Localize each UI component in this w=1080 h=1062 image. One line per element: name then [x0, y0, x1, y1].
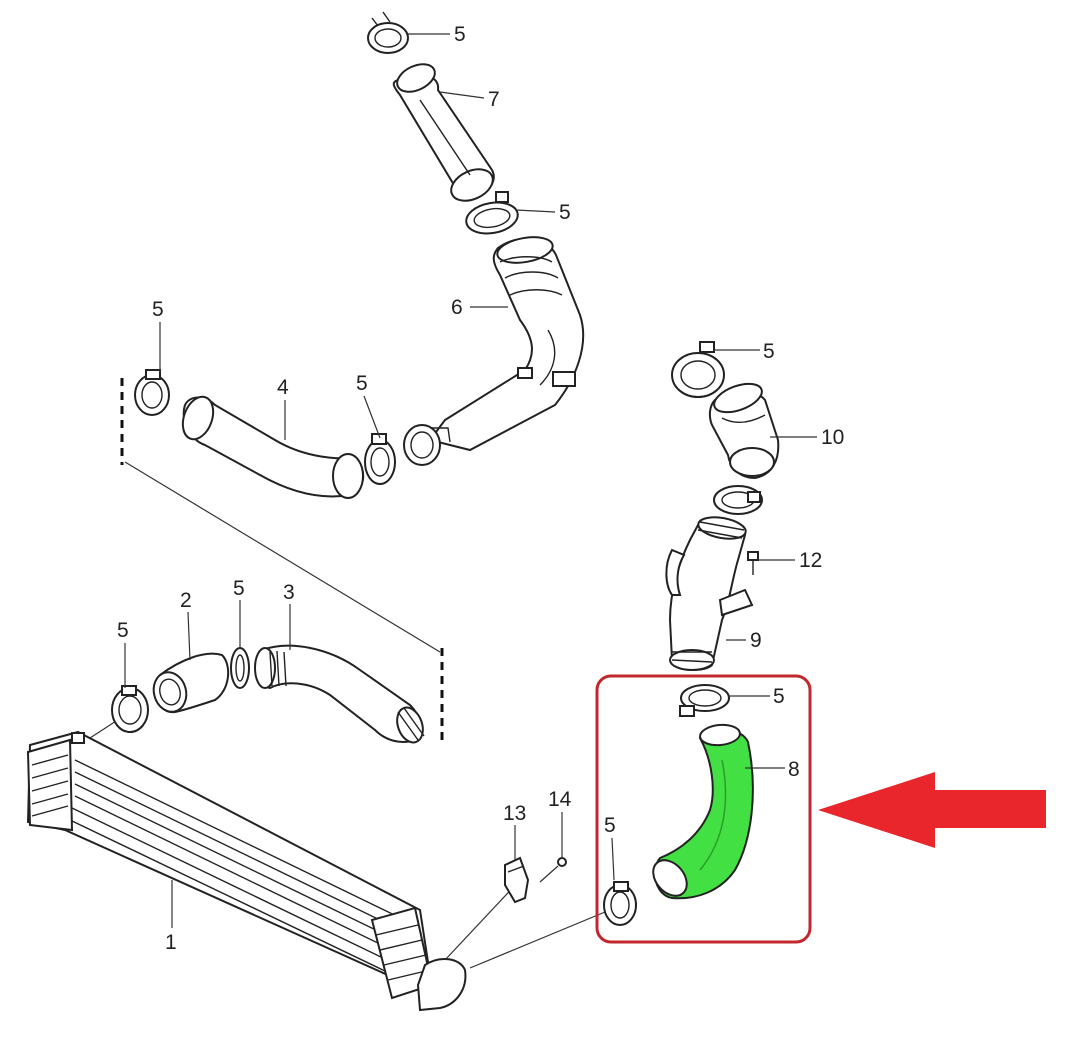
- callout-4: 4: [277, 376, 289, 399]
- callout-3: 3: [283, 581, 295, 604]
- callout-1: 1: [165, 931, 177, 954]
- clamp-5: [465, 191, 519, 235]
- callout-8: 8: [788, 758, 800, 781]
- callout-2: 2: [180, 589, 192, 612]
- callout-5: 5: [356, 372, 368, 395]
- bolt-14: [539, 812, 567, 883]
- bracket-13: [504, 856, 530, 904]
- callout-5: 5: [604, 814, 616, 837]
- hose-4: [181, 395, 365, 499]
- clamp-5: [367, 11, 409, 54]
- leader-line: [469, 911, 606, 969]
- hose-7: [392, 63, 495, 202]
- red-arrow: [818, 772, 1046, 848]
- clamp-5: [111, 685, 149, 733]
- clamp-5: [230, 647, 250, 689]
- clamp-5: [134, 369, 170, 416]
- callout-10: 10: [821, 426, 844, 449]
- highlight-box: [595, 674, 812, 944]
- callout-5: 5: [559, 201, 571, 224]
- clamp-5: [364, 433, 396, 485]
- clamp-5: [603, 881, 637, 926]
- pipe-6: [403, 236, 585, 466]
- clamp-5: [679, 684, 730, 717]
- hose-10: [708, 382, 780, 480]
- leader-line: [444, 879, 521, 961]
- callout-13: 13: [503, 802, 526, 825]
- bolt-12: [747, 551, 759, 575]
- hose-2: [152, 652, 230, 714]
- intercooler-1: [26, 730, 467, 1012]
- callout-14: 14: [548, 788, 572, 811]
- callout-12: 12: [799, 549, 822, 572]
- callout-5: 5: [454, 23, 466, 46]
- callout-6: 6: [451, 296, 463, 319]
- hose-8-highlighted: [652, 723, 754, 900]
- callout-5: 5: [773, 685, 785, 708]
- callout-5: 5: [763, 340, 775, 363]
- pipe-9: [665, 516, 754, 671]
- callout-7: 7: [488, 88, 500, 111]
- hose-3: [254, 644, 425, 744]
- clamp-5: [671, 341, 725, 398]
- callout-5: 5: [233, 577, 245, 600]
- clamp-5: [713, 485, 763, 515]
- callout-5: 5: [117, 619, 129, 642]
- callout-9: 9: [750, 629, 762, 652]
- callout-5: 5: [152, 298, 164, 321]
- leader-line: [124, 461, 441, 653]
